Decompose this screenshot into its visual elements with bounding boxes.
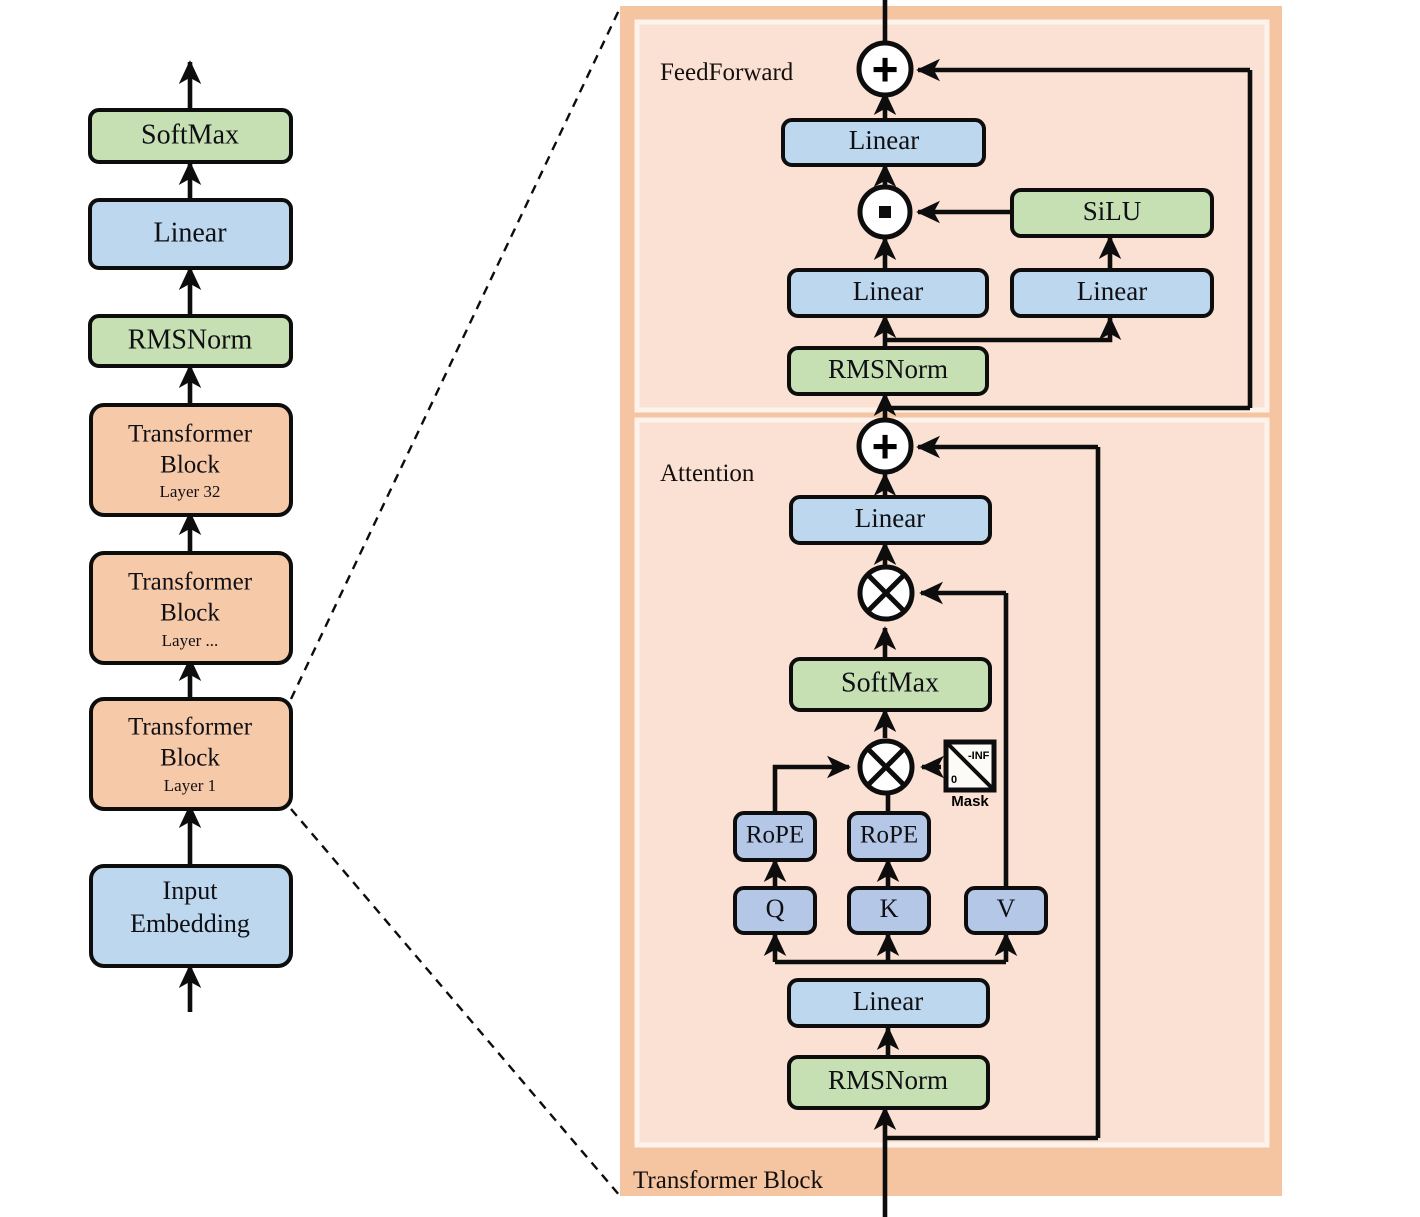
- plus-icon: +: [872, 43, 899, 95]
- node-rope-q-label: RoPE: [746, 822, 804, 849]
- wire-ff-rmsnorm-to-linear-up: [885, 316, 1122, 343]
- node-attn-rmsnorm[interactable]: RMSNorm: [787, 1055, 990, 1110]
- multiply-icon: [867, 748, 905, 786]
- mask-value-low: 0: [951, 774, 957, 786]
- svg-text:Block: Block: [160, 452, 220, 479]
- node-input-embedding[interactable]: Input Embedding: [89, 864, 293, 968]
- node-block1-sublabel: Layer 1: [164, 776, 216, 795]
- op-add-feedforward[interactable]: +: [856, 40, 914, 98]
- svg-text:Input: Input: [163, 876, 219, 905]
- node-softmax-label: SoftMax: [141, 119, 239, 150]
- attention-label: Attention: [660, 460, 755, 487]
- node-linear-label: Linear: [153, 217, 227, 248]
- node-transformer-block-dots[interactable]: Transformer Block Layer ...: [89, 551, 293, 665]
- node-attn-linear-qkv-label: Linear: [853, 986, 923, 1016]
- op-add-attention[interactable]: +: [856, 417, 914, 475]
- feedforward-connectors: [873, 0, 1253, 418]
- svg-text:Block: Block: [160, 600, 220, 627]
- svg-text:Embedding: Embedding: [130, 909, 250, 938]
- svg-text:Transformer: Transformer: [128, 569, 253, 596]
- node-attn-linear-out-label: Linear: [855, 503, 925, 533]
- svg-text:Transformer: Transformer: [128, 421, 253, 448]
- node-k-label: K: [880, 894, 899, 923]
- node-ff-rmsnorm[interactable]: RMSNorm: [787, 346, 989, 396]
- op-matmul-qk[interactable]: [857, 738, 915, 796]
- node-transformer-block-32[interactable]: Transformer Block Layer 32: [89, 403, 293, 517]
- node-ff-linear-gate-label: Linear: [853, 276, 923, 306]
- mask-label: Mask: [951, 793, 989, 810]
- node-rope-k[interactable]: RoPE: [847, 811, 931, 862]
- node-ff-linear-out[interactable]: Linear: [781, 118, 986, 167]
- node-attn-softmax-label: SoftMax: [841, 667, 939, 698]
- node-rope-q[interactable]: RoPE: [733, 811, 817, 862]
- node-q[interactable]: Q: [733, 886, 817, 935]
- node-ff-linear-gate[interactable]: Linear: [787, 268, 989, 318]
- model-pipeline: SoftMax Linear RMSNorm Transformer Block…: [88, 108, 293, 968]
- node-attn-rmsnorm-label: RMSNorm: [828, 1065, 948, 1095]
- node-attn-softmax[interactable]: SoftMax: [789, 657, 992, 712]
- mask-value-high: -INF: [968, 750, 990, 762]
- node-ff-linear-out-label: Linear: [849, 125, 919, 155]
- node-transformer-block-1[interactable]: Transformer Block Layer 1: [89, 697, 293, 811]
- node-block32-sublabel: Layer 32: [160, 482, 221, 501]
- node-silu-label: SiLU: [1083, 196, 1142, 226]
- feedforward-nodes: + Linear SiLU Linear Linear RMSNorm: [781, 40, 1214, 396]
- zoom-connector-bottom: [290, 808, 621, 1197]
- node-attn-linear-qkv[interactable]: Linear: [787, 978, 990, 1028]
- node-silu[interactable]: SiLU: [1010, 188, 1214, 238]
- node-rmsnorm-label: RMSNorm: [128, 324, 253, 355]
- zoom-connector-lines: [289, 7, 622, 1197]
- node-v[interactable]: V: [964, 886, 1048, 935]
- node-rmsnorm[interactable]: RMSNorm: [88, 314, 293, 368]
- node-softmax[interactable]: SoftMax: [88, 108, 293, 164]
- node-ff-rmsnorm-label: RMSNorm: [828, 354, 948, 384]
- node-v-label: V: [997, 894, 1016, 923]
- attention-nodes: + Linear SoftMax -INF 0 Mask RoPE: [733, 417, 1048, 1110]
- node-k[interactable]: K: [847, 886, 931, 935]
- node-q-label: Q: [766, 894, 785, 923]
- op-matmul-attnweights-v[interactable]: [857, 564, 915, 622]
- wire-rope-q-to-matmul: [772, 755, 851, 813]
- svg-text:Transformer: Transformer: [128, 714, 253, 741]
- node-ff-linear-up[interactable]: Linear: [1010, 268, 1214, 318]
- node-linear[interactable]: Linear: [88, 198, 293, 270]
- plus-icon: +: [872, 420, 899, 472]
- node-rope-k-label: RoPE: [860, 822, 918, 849]
- op-dot-product[interactable]: [857, 184, 913, 240]
- node-ff-linear-up-label: Linear: [1077, 276, 1147, 306]
- multiply-icon: [867, 574, 905, 612]
- node-attention-mask[interactable]: -INF 0 Mask: [943, 739, 997, 810]
- svg-text:Block: Block: [160, 745, 220, 772]
- feedforward-label: FeedForward: [660, 59, 794, 86]
- node-attn-linear-out[interactable]: Linear: [789, 495, 992, 545]
- detail-panel-bottom-label: Transformer Block: [633, 1167, 824, 1194]
- node-blockdots-sublabel: Layer ...: [162, 631, 219, 650]
- dot-icon: [879, 206, 891, 218]
